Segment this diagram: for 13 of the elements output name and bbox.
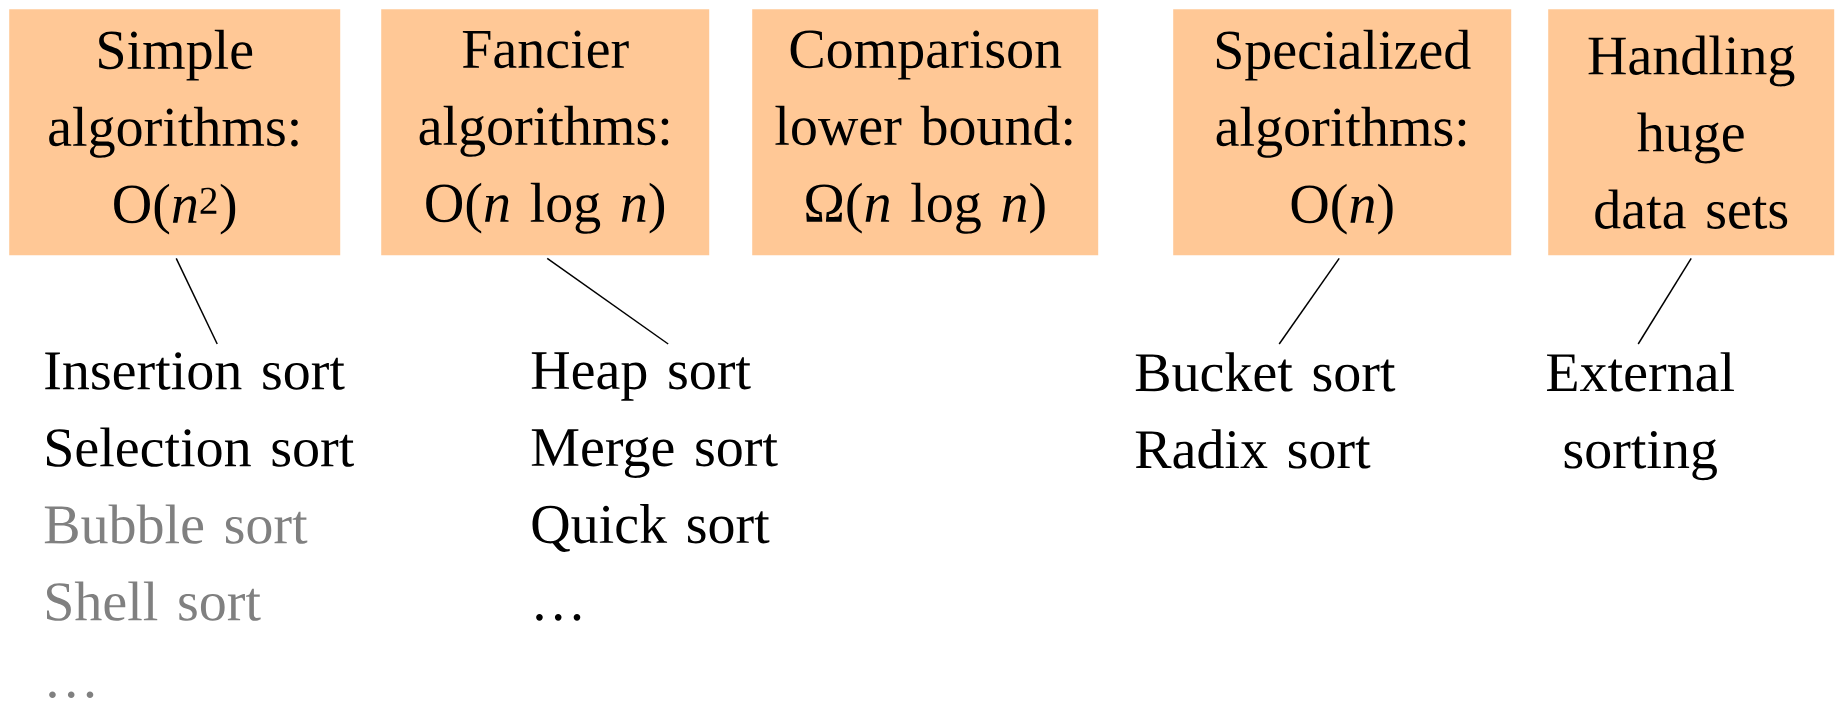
- heading-box: Comparison lower bound: Ω(n log n): [752, 9, 1099, 256]
- sort-list: External sorting: [1547, 352, 1734, 481]
- connector-line: [175, 257, 218, 345]
- sort-list: Heap sort Merge sort Quick sort …: [531, 352, 778, 621]
- heading-box: Handling huge data sets: [1548, 9, 1835, 256]
- heading-box: Specialized algorithms: O(n): [1173, 9, 1512, 256]
- heading-box: Simple algorithms: O(n$^{2}$): [9, 9, 341, 256]
- sort-list: Bucket sort Radix sort: [1135, 352, 1396, 469]
- heading-box: Fancier algorithms: O(n log n): [381, 9, 710, 256]
- connector-line: [1278, 257, 1340, 345]
- sort-list: Insertion sort Selection sort Bubble sort Shell sort …: [44, 352, 354, 699]
- connector-line: [546, 257, 669, 345]
- connector-line: [1637, 257, 1692, 345]
